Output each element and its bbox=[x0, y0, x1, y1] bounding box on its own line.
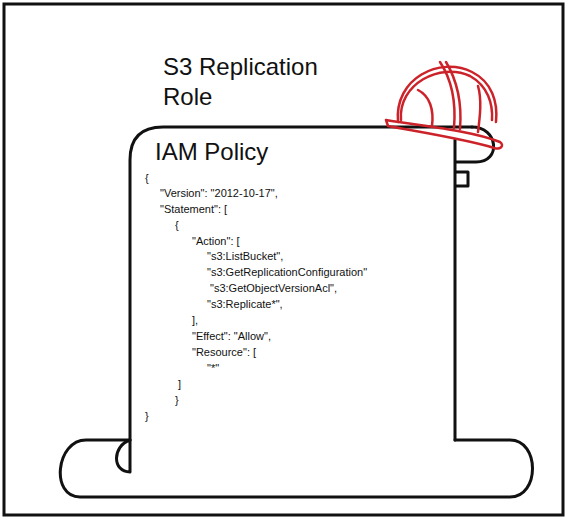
policy-code-line: ], bbox=[192, 314, 198, 327]
hat-crown-inner bbox=[401, 72, 492, 120]
policy-code-line: "s3:Replicate*", bbox=[207, 298, 283, 311]
frame bbox=[4, 4, 563, 515]
policy-code-line: { bbox=[145, 172, 149, 185]
bottom-curl bbox=[117, 440, 131, 472]
hat-ridge bbox=[446, 62, 460, 129]
policy-code-line: } bbox=[145, 410, 149, 423]
policy-code-line: "Resource": [ bbox=[192, 346, 256, 359]
roll-tab bbox=[456, 172, 468, 186]
policy-code-line: "Action": [ bbox=[192, 235, 240, 248]
hat-stroke bbox=[478, 86, 480, 132]
sheet-edge bbox=[130, 127, 472, 440]
hat-stroke bbox=[418, 90, 432, 126]
role-title: S3 Replication Role bbox=[163, 52, 353, 112]
sheet-right bbox=[454, 140, 457, 440]
policy-scroll: IAM Policy { "Version": "2012-10-17", "Stat… bbox=[130, 127, 455, 440]
policy-code-line: "s3:GetReplicationConfiguration" bbox=[207, 266, 367, 279]
policy-code-line: "s3:GetObjectVersionAcl", bbox=[210, 282, 337, 295]
policy-code-line: "Statement": [ bbox=[160, 203, 227, 216]
bottom-roll bbox=[60, 440, 532, 497]
policy-code-line: ] bbox=[178, 378, 181, 391]
hat-brim bbox=[386, 120, 502, 149]
scroll-outline bbox=[60, 127, 532, 497]
policy-code-line: } bbox=[175, 394, 179, 407]
policy-heading: IAM Policy bbox=[155, 138, 268, 166]
policy-code-line: "s3:ListBucket", bbox=[207, 250, 283, 263]
policy-code-line: "*" bbox=[207, 362, 219, 375]
hard-hat bbox=[386, 62, 502, 149]
policy-code-line: "Version": "2012-10-17", bbox=[160, 187, 278, 200]
policy-code-line: "Effect": "Allow", bbox=[192, 330, 271, 343]
policy-code-line: { bbox=[175, 219, 179, 232]
